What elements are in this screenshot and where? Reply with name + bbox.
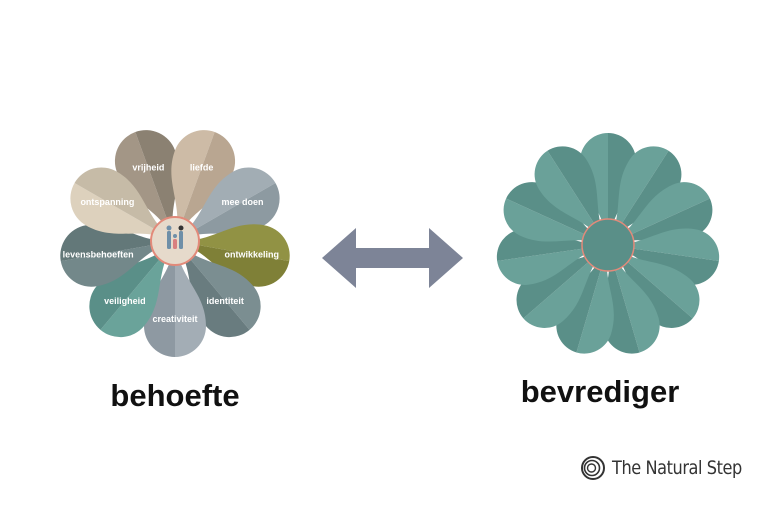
brand-logo: The Natural Step xyxy=(580,455,765,481)
petal-veiligheid xyxy=(89,241,175,338)
needs-flower: vrijheid liefde mee doen ontwikkeling identi… xyxy=(60,130,290,357)
petal-label: ontspanning xyxy=(80,197,134,207)
petal xyxy=(608,146,682,245)
petal-levensbehoeften xyxy=(60,224,175,287)
petal-vrijheid xyxy=(114,130,179,241)
petal xyxy=(534,146,608,245)
petal xyxy=(503,182,608,245)
petal-creativiteit xyxy=(144,241,206,357)
petal-label: mee doen xyxy=(222,197,264,207)
center-circle xyxy=(581,218,635,272)
petal-label: levensbehoeften xyxy=(63,250,134,260)
petal-ontspanning xyxy=(70,167,175,241)
needs-caption: behoefte xyxy=(110,378,240,413)
petal-liefde xyxy=(171,130,236,241)
petal-ontwikkeling xyxy=(175,224,290,287)
petal-label: veiligheid xyxy=(104,296,146,306)
concentric-circles-logo-icon xyxy=(581,456,605,480)
petal-label: ontwikkeling xyxy=(225,250,280,260)
double-arrow-icon xyxy=(322,228,463,288)
petal xyxy=(556,245,614,354)
brand-name: The Natural Step xyxy=(612,457,742,479)
satisfier-caption: bevrediger xyxy=(520,374,680,409)
satisfier-flower xyxy=(496,133,720,354)
petal-label: liefde xyxy=(190,163,214,173)
family-icon xyxy=(166,225,184,249)
petal-label: identiteit xyxy=(206,296,244,306)
petal xyxy=(516,245,608,328)
petal-label: vrijheid xyxy=(132,163,164,173)
petal-label: creativiteit xyxy=(152,314,197,324)
petal-identiteit xyxy=(175,241,261,338)
petal xyxy=(608,245,700,328)
